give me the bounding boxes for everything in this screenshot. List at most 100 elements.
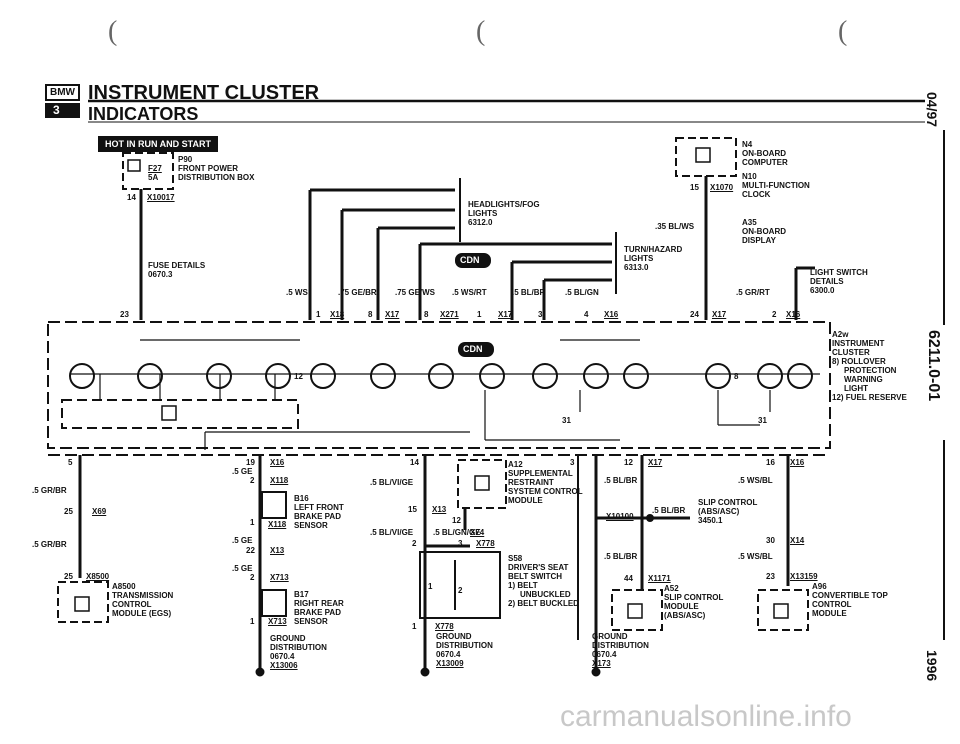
connector-x17: X17	[648, 458, 663, 467]
row-connector: X18	[330, 310, 345, 319]
pin-25: 25	[64, 507, 73, 516]
slip-label: SLIP CONTROL(ABS/ASC)3450.1	[698, 498, 758, 525]
bmw-logo: BMW 3	[45, 84, 80, 118]
row-connector: X17	[498, 310, 513, 319]
srs-pin-1: 1	[412, 622, 417, 631]
connector-x713: X713	[270, 573, 289, 582]
pin-25b: 25	[64, 572, 73, 581]
brake-pin-19: 19	[246, 458, 255, 467]
wire-label: .5 GE	[232, 536, 253, 545]
connector-x713b: X713	[268, 617, 287, 626]
watermark: carmanualsonline.info	[560, 700, 852, 733]
row-pin: 8	[368, 310, 373, 319]
connector-x778b: X778	[435, 622, 454, 631]
slip-pin-12: 12	[624, 458, 633, 467]
row-connector: X271	[440, 310, 459, 319]
wire-bl-ws: .35 BL/WS	[655, 222, 695, 231]
row-pin: 1	[316, 310, 321, 319]
row-connector: X17	[385, 310, 400, 319]
row-pin: 4	[584, 310, 589, 319]
srs-pin-12: 12	[452, 516, 461, 525]
ground-31b: 31	[758, 416, 767, 425]
switch-pos-2: 2	[458, 586, 463, 595]
wire-label: .5 BL/BR	[604, 552, 638, 561]
cluster-pin-8: 8	[734, 372, 739, 381]
wire-label: .5 BL/VI/GE	[370, 528, 414, 537]
row-connector: X17	[712, 310, 727, 319]
page-title: INSTRUMENT CLUSTER	[88, 82, 320, 104]
wire-label: .5 GR/BR	[32, 486, 67, 495]
wire-label: .5 WS/BL	[738, 476, 773, 485]
connector-x1171: X1171	[648, 574, 671, 583]
row-connector: X16	[786, 310, 801, 319]
row-pin: 2	[772, 310, 777, 319]
punch-mark-3: (	[838, 16, 848, 47]
connector-x74: X74	[470, 528, 485, 537]
connector-x69: X69	[92, 507, 107, 516]
connector-x13-srs: X13	[432, 505, 447, 514]
bmw-brand: BMW	[45, 84, 80, 101]
connector-x16-conv: X16	[790, 458, 805, 467]
slip-pin-44: 44	[624, 574, 633, 583]
srs-pin-2: 2	[412, 539, 417, 548]
connector-x13159: X13159	[790, 572, 818, 581]
connector-x1070: X1070	[710, 183, 734, 192]
connector-x16: X16	[270, 458, 285, 467]
connector-x118b: X118	[268, 520, 287, 529]
pin-15: 15	[690, 183, 699, 192]
wire-label: .75 GE/WS	[395, 288, 436, 297]
wire-label: .5 WS/RT	[452, 288, 487, 297]
wire-label: .5 WS	[286, 288, 308, 297]
wire-label: .5 GR/BR	[32, 540, 67, 549]
conv-pin-23: 23	[766, 572, 775, 581]
wire-label: .5 BL/BR	[652, 506, 686, 515]
connector-x10017: X10017	[147, 193, 175, 202]
wire-label: .5 BL/BR	[512, 288, 546, 297]
cdn-badge-top: CDN	[460, 255, 480, 265]
wire-label: .5 BL/GN	[565, 288, 599, 297]
conv-pin-16: 16	[766, 458, 775, 467]
connector-x778: X778	[476, 539, 495, 548]
wire-label: .5 BL/BR	[604, 476, 638, 485]
row-pin: 24	[690, 310, 699, 319]
conv-pin-30: 30	[766, 536, 775, 545]
brake-pin-2b: 2	[250, 573, 255, 582]
punch-mark-1: (	[108, 16, 118, 47]
srs-pin-3b: 3	[458, 539, 463, 548]
connector-x118: X118	[270, 476, 289, 485]
switch-pos-1: 1	[428, 582, 433, 591]
row-pin: 8	[424, 310, 429, 319]
srs-pin-14: 14	[410, 458, 419, 467]
brake-pin-1: 1	[250, 518, 255, 527]
bmw-series: 3	[45, 103, 80, 118]
wire-label: .5 WS/BL	[738, 552, 773, 561]
row-pin: 23	[120, 310, 129, 319]
connector-x8500: X8500	[86, 572, 110, 581]
wire-label: .5 GR/RT	[736, 288, 770, 297]
power-state-badge: HOT IN RUN AND START	[98, 136, 218, 152]
connector-x14: X14	[790, 536, 805, 545]
srs-pin-3: 3	[570, 458, 575, 467]
wire-label: .75 GE/BR	[338, 288, 377, 297]
pin-14: 14	[127, 193, 136, 202]
wire-label: .5 BL/GN/GE	[433, 528, 481, 537]
brake-pin-22: 22	[246, 546, 255, 555]
